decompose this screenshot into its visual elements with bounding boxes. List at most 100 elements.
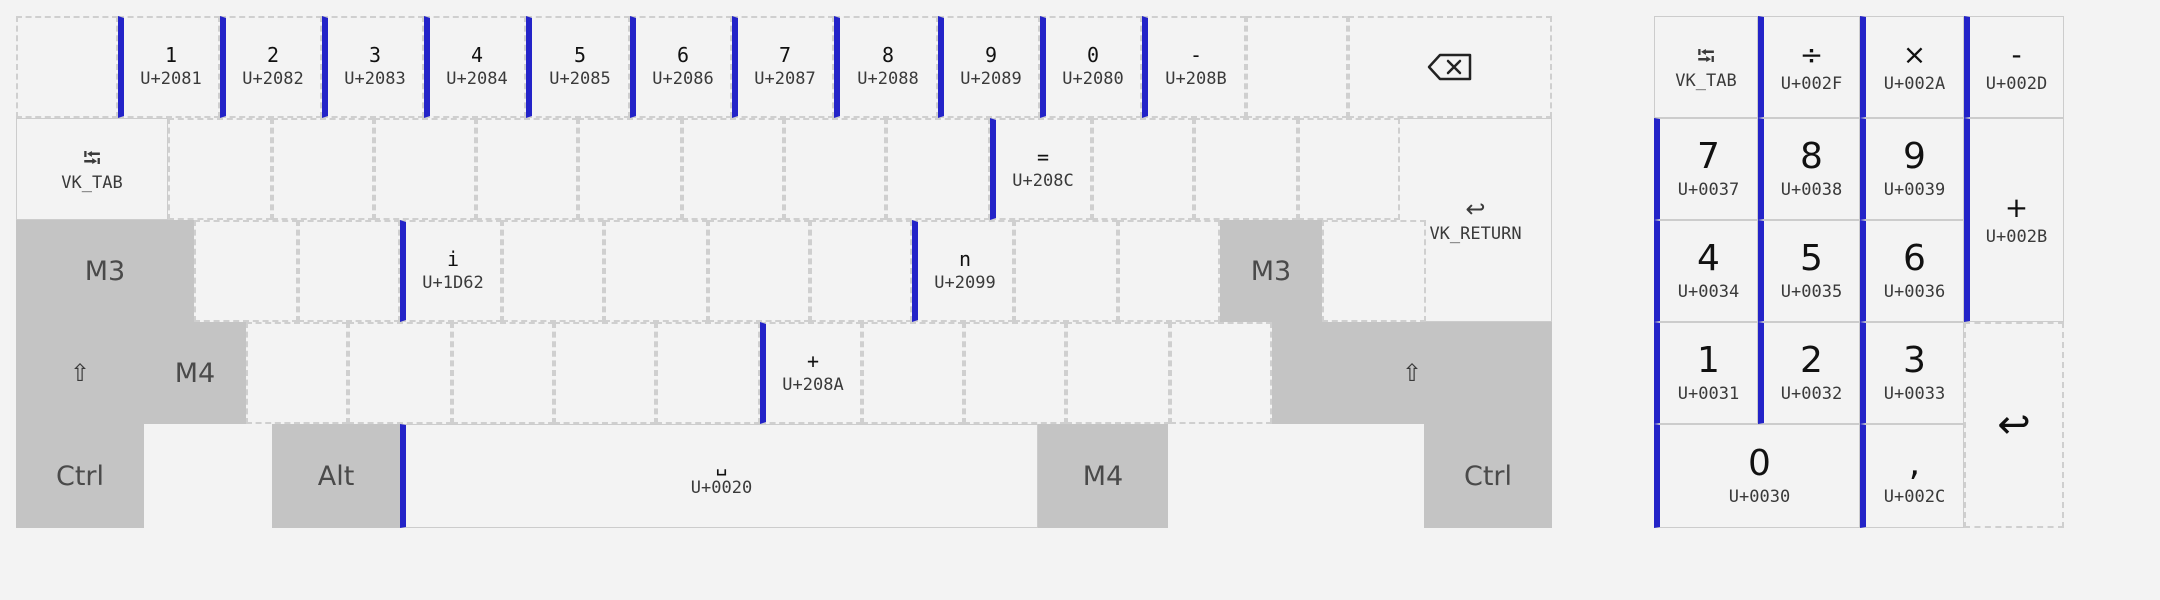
key-backspace[interactable] [1348, 16, 1552, 118]
key-code: U+2084 [446, 69, 508, 89]
key-m3-left[interactable]: M3 [16, 220, 194, 322]
key-row2-blank[interactable] [1298, 118, 1400, 220]
numpad-plus[interactable]: + U+002B [1964, 118, 2064, 322]
key-row4-blank[interactable] [1066, 322, 1170, 424]
key-shift-left[interactable]: ⇧ [16, 322, 144, 424]
key-m4-right[interactable]: M4 [1038, 424, 1168, 528]
key-row4-blank[interactable] [348, 322, 452, 424]
numpad-3[interactable]: 3 U+0033 [1860, 322, 1964, 424]
key-n[interactable]: n U+2099 [912, 220, 1014, 322]
key-row3-blank[interactable] [1014, 220, 1118, 322]
key-glyph: 8 [881, 43, 895, 67]
key-row4-blank[interactable] [656, 322, 760, 424]
key-0[interactable]: 0 U+2080 [1040, 16, 1142, 118]
numpad-divide[interactable]: ÷ U+002F [1758, 16, 1860, 118]
key-1[interactable]: 1 U+2081 [118, 16, 220, 118]
key-glyph: 4 [470, 43, 484, 67]
numpad-5[interactable]: 5 U+0035 [1758, 220, 1860, 322]
key-row2-blank[interactable] [784, 118, 886, 220]
numpad-9[interactable]: 9 U+0039 [1860, 118, 1964, 220]
key-glyph: 2 [1800, 340, 1823, 381]
key-m4-left[interactable]: M4 [144, 322, 246, 424]
key-5[interactable]: 5 U+2085 [526, 16, 630, 118]
numpad-0[interactable]: 0 U+0030 [1654, 424, 1860, 528]
key-row3-blank[interactable] [1118, 220, 1220, 322]
ctrl-label: Ctrl [55, 460, 105, 492]
key-glyph: i [446, 247, 460, 271]
key-plus[interactable]: + U+208A [760, 322, 862, 424]
key-9[interactable]: 9 U+2089 [938, 16, 1040, 118]
key-glyph: 9 [984, 43, 998, 67]
key-glyph: 8 [1800, 136, 1823, 177]
key-row3-blank[interactable] [604, 220, 708, 322]
key-tab[interactable]: ⭾ VK_TAB [16, 118, 168, 220]
numpad-tab[interactable]: ⭾ VK_TAB [1654, 16, 1758, 118]
key-row2-blank[interactable] [682, 118, 784, 220]
key-row2-blank[interactable] [1194, 118, 1298, 220]
key-glyph: 0 [1086, 43, 1100, 67]
key-row2-blank[interactable] [168, 118, 272, 220]
key-ctrl-left[interactable]: Ctrl [16, 424, 144, 528]
key-shift-right[interactable]: ⇧ [1272, 322, 1552, 424]
key-6[interactable]: 6 U+2086 [630, 16, 732, 118]
key-m3-right[interactable]: M3 [1220, 220, 1322, 322]
key-minus[interactable]: - U+208B [1142, 16, 1246, 118]
key-row1-blank[interactable] [16, 16, 118, 118]
tab-icon: ⭾ [82, 144, 102, 172]
numpad-4[interactable]: 4 U+0034 [1654, 220, 1758, 322]
key-7[interactable]: 7 U+2087 [732, 16, 834, 118]
key-ctrl-right[interactable]: Ctrl [1424, 424, 1552, 528]
key-code: U+2083 [344, 69, 406, 89]
key-8[interactable]: 8 U+2088 [834, 16, 938, 118]
key-row4-blank[interactable] [452, 322, 554, 424]
key-code: U+1D62 [422, 273, 484, 293]
key-row3-blank[interactable] [810, 220, 912, 322]
key-equals[interactable]: = U+208C [990, 118, 1092, 220]
key-row4-blank[interactable] [554, 322, 656, 424]
key-row3-blank[interactable] [194, 220, 298, 322]
key-glyph: ÷ [1799, 38, 1824, 71]
numpad-2[interactable]: 2 U+0032 [1758, 322, 1860, 424]
key-code: U+0039 [1883, 180, 1946, 200]
return-label: VK_RETURN [1429, 224, 1522, 244]
key-row2-blank[interactable] [272, 118, 374, 220]
key-2[interactable]: 2 U+2082 [220, 16, 322, 118]
numpad-minus[interactable]: - U+002D [1964, 16, 2064, 118]
key-code: U+0038 [1780, 180, 1843, 200]
key-code: U+0020 [690, 478, 753, 498]
key-3[interactable]: 3 U+2083 [322, 16, 424, 118]
key-row3-blank[interactable] [708, 220, 810, 322]
numpad-6[interactable]: 6 U+0036 [1860, 220, 1964, 322]
key-4[interactable]: 4 U+2084 [424, 16, 526, 118]
key-blank-bottom[interactable] [144, 424, 272, 528]
key-row4-blank[interactable] [964, 322, 1066, 424]
key-row2-blank[interactable] [1092, 118, 1194, 220]
key-row2-blank[interactable] [578, 118, 682, 220]
key-glyph: 7 [1697, 136, 1720, 177]
numpad-1[interactable]: 1 U+0031 [1654, 322, 1758, 424]
key-glyph: 4 [1697, 238, 1720, 279]
numpad-multiply[interactable]: × U+002A [1860, 16, 1964, 118]
key-row3-blank[interactable] [502, 220, 604, 322]
key-row4-blank[interactable] [246, 322, 348, 424]
key-i[interactable]: i U+1D62 [400, 220, 502, 322]
key-code: U+2088 [857, 69, 919, 89]
key-row2-blank[interactable] [476, 118, 578, 220]
key-row3-blank[interactable] [1322, 220, 1426, 322]
key-row4-blank[interactable] [862, 322, 964, 424]
numpad-7[interactable]: 7 U+0037 [1654, 118, 1758, 220]
numpad-8[interactable]: 8 U+0038 [1758, 118, 1860, 220]
key-space[interactable]: ␣ U+0020 [400, 424, 1038, 528]
numpad-enter[interactable]: ↩ [1964, 322, 2064, 528]
key-row2-blank[interactable] [374, 118, 476, 220]
key-code: U+2082 [242, 69, 304, 89]
key-row4-blank[interactable] [1170, 322, 1272, 424]
key-row3-blank[interactable] [298, 220, 400, 322]
numpad-comma[interactable]: , U+002C [1860, 424, 1964, 528]
key-row1-blank-right[interactable] [1246, 16, 1348, 118]
key-alt[interactable]: Alt [272, 424, 400, 528]
key-blank-bottom[interactable] [1168, 424, 1424, 528]
key-glyph: + [806, 349, 820, 373]
key-row2-blank[interactable] [886, 118, 990, 220]
